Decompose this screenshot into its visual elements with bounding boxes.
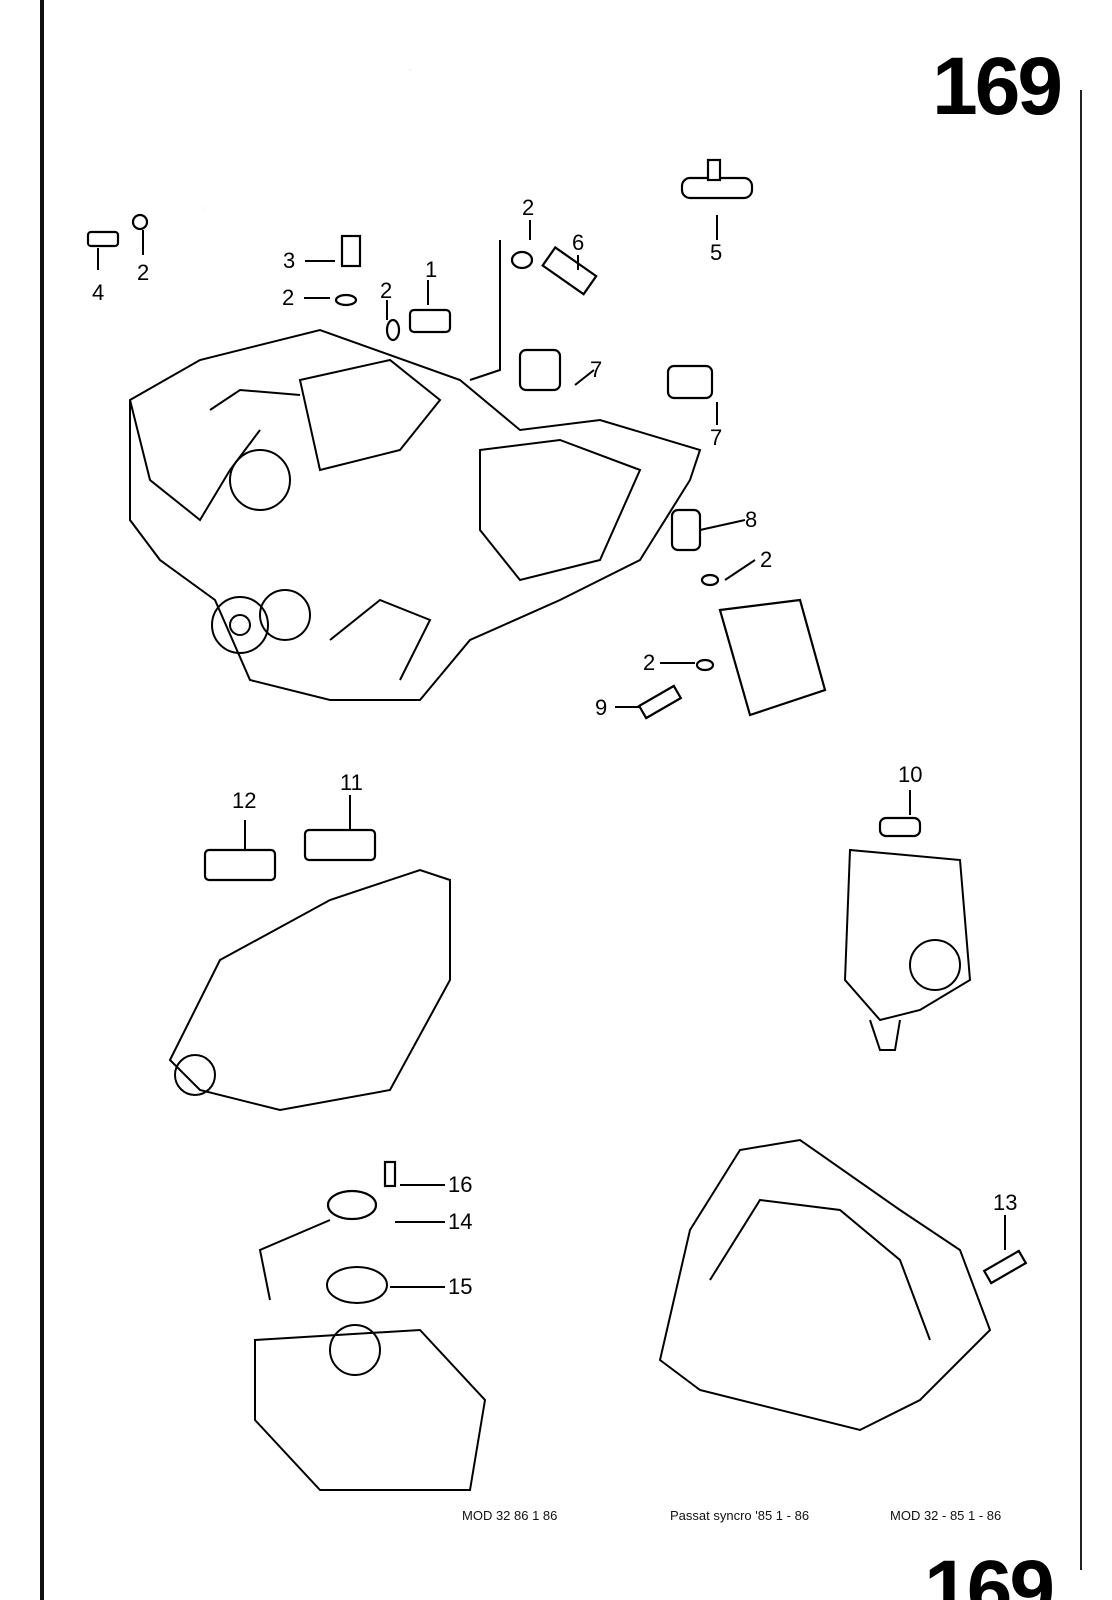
callout-2: 2	[282, 285, 294, 310]
injection-pump	[168, 828, 451, 1112]
callout-labels: 1 2 2 2 2 2 2 3 4 5 6 7 7 8 9 10 11 12 1…	[92, 195, 1017, 1299]
callout-16: 16	[448, 1172, 472, 1197]
callout-4: 4	[92, 280, 104, 305]
callout-14: 14	[448, 1209, 472, 1234]
callout-3: 3	[283, 248, 295, 273]
engine-assembly	[129, 328, 702, 701]
callout-2: 2	[760, 547, 772, 572]
distributor	[843, 816, 972, 1051]
callout-7: 7	[710, 425, 722, 450]
callout-2: 2	[643, 650, 655, 675]
scan-edge-left	[40, 0, 44, 1600]
footer-model-left: MOD 32 86 1 86	[462, 1508, 558, 1523]
callout-1: 1	[425, 257, 437, 282]
callout-8: 8	[745, 507, 757, 532]
callout-2: 2	[137, 260, 149, 285]
footer-model-right: MOD 32 - 85 1 - 86	[890, 1508, 1002, 1523]
callout-13: 13	[993, 1190, 1017, 1215]
page-number-bottom: 169	[924, 1544, 1052, 1600]
callout-6: 6	[572, 230, 584, 255]
sensors-top	[86, 158, 827, 720]
callout-12: 12	[232, 788, 256, 813]
callout-7: 7	[590, 357, 602, 382]
leader-lines	[97, 215, 1006, 1288]
callout-2: 2	[522, 195, 534, 220]
coolant-pipe	[114, 67, 412, 211]
gearbox-housing	[658, 1138, 1028, 1432]
callout-9: 9	[595, 695, 607, 720]
footer-model-center: Passat syncro '85 1 - 86	[670, 1508, 810, 1523]
page-number: 169	[932, 41, 1063, 132]
callout-10: 10	[898, 762, 922, 787]
fuel-sender	[254, 1160, 487, 1491]
scan-edge-right	[1080, 90, 1082, 1570]
callout-2: 2	[380, 278, 392, 303]
callout-15: 15	[448, 1274, 472, 1299]
callout-5: 5	[710, 240, 722, 265]
callout-11: 11	[340, 770, 363, 795]
